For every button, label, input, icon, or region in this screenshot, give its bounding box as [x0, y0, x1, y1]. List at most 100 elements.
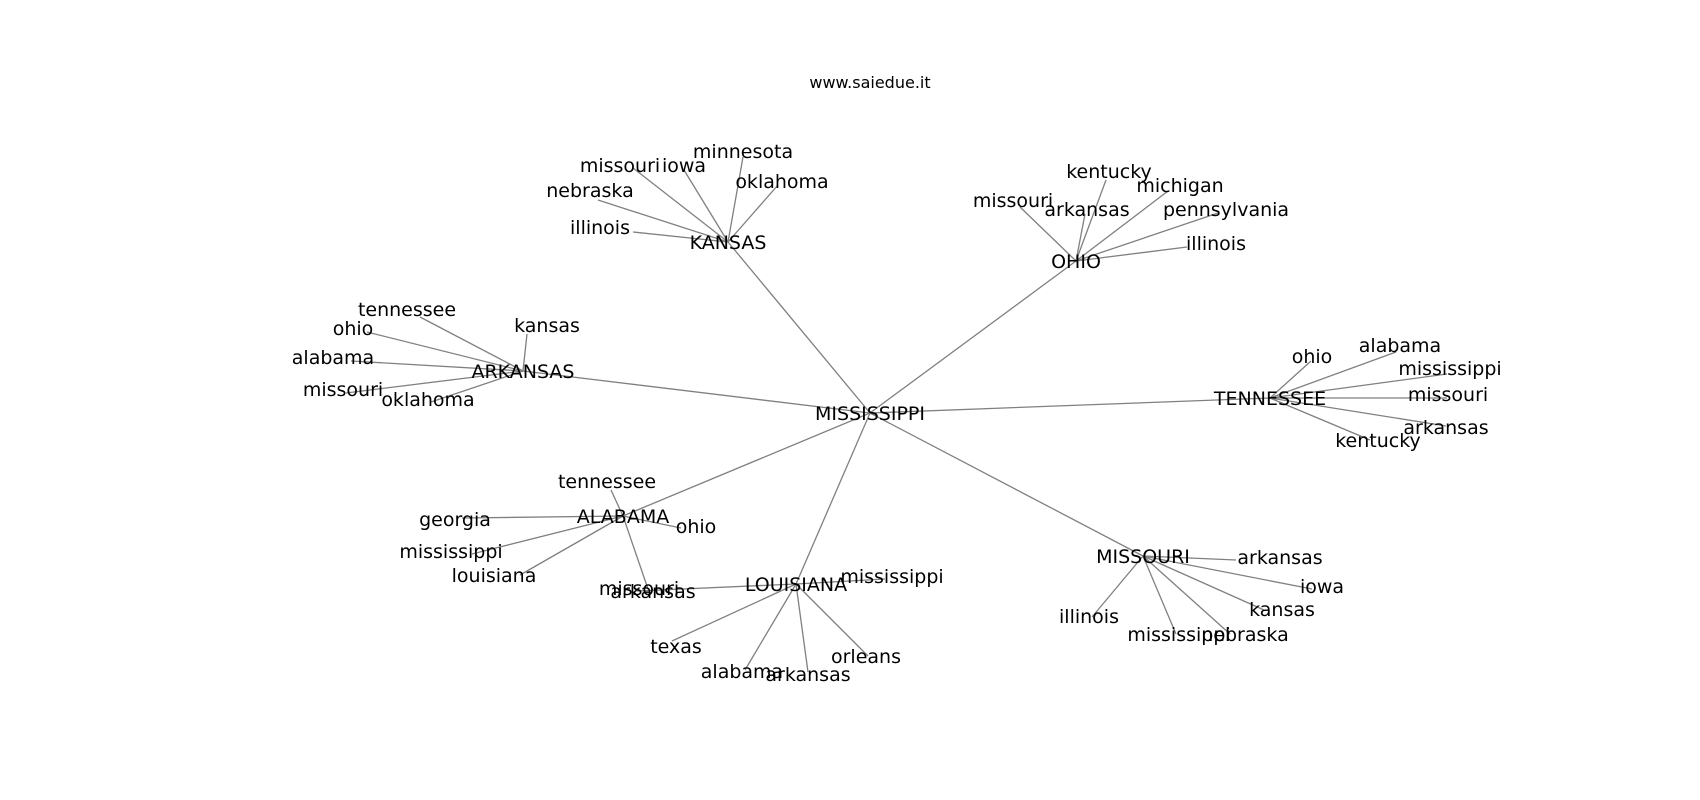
leaf-node-label: missouri: [580, 155, 660, 177]
leaf-node-label: michigan: [1136, 175, 1223, 197]
edge-hub-leaf: [1075, 213, 1086, 262]
edge-hub-leaf: [430, 370, 524, 403]
leaf-node-label: louisiana: [452, 565, 537, 587]
graph-title: www.saiedue.it: [809, 73, 930, 92]
edge-hub-leaf: [671, 583, 797, 642]
leaf-node-label: nebraska: [546, 180, 633, 202]
edge-hub-leaf: [727, 156, 744, 243]
edge-hub-leaf: [522, 333, 528, 372]
leaf-node-label: tennessee: [358, 299, 456, 321]
leaf-node-label: nebraska: [1201, 624, 1288, 646]
leaf-node-label: alabama: [1359, 335, 1441, 357]
edge-hub-leaf: [1269, 397, 1371, 441]
edge-hub-leaf: [1142, 555, 1265, 611]
leaf-node-label: kentucky: [1066, 161, 1152, 183]
edge-hub-leaf: [636, 583, 797, 592]
leaf-node-label: kansas: [514, 315, 580, 337]
leaf-node-label: iowa: [1300, 576, 1344, 598]
leaf-node-label: illinois: [570, 217, 630, 239]
leaf-node-label: orleans: [831, 646, 901, 668]
edge-center-hub: [622, 412, 871, 517]
leaf-node-label: mississippi: [1127, 624, 1230, 646]
edge-hub-leaf: [683, 169, 729, 243]
edge-center-hub: [795, 412, 871, 585]
edge-hub-leaf: [744, 583, 797, 671]
leaf-node-label: missouri: [1408, 384, 1488, 406]
edge-hub-leaf: [366, 331, 524, 372]
leaf-node-label: pennsylvania: [1163, 199, 1289, 221]
edge-hub-leaf: [1142, 555, 1237, 561]
hub-node-label: OHIO: [1051, 251, 1101, 273]
edge-hub-leaf: [632, 167, 729, 243]
edge-hub-leaf: [1091, 555, 1144, 618]
hub-node-label: ALABAMA: [577, 506, 669, 528]
leaf-node-label: illinois: [1059, 606, 1119, 628]
edge-center-hub: [869, 397, 1271, 414]
edge-hub-leaf: [519, 515, 624, 576]
hub-node-label: KANSAS: [690, 232, 767, 254]
leaf-node-label: arkansas: [1044, 199, 1129, 221]
edge-center-hub: [869, 412, 1144, 557]
edge-hub-leaf: [795, 578, 886, 585]
leaf-node-label: missouri: [599, 578, 679, 600]
leaf-node-label: texas: [650, 636, 702, 658]
edge-hub-leaf: [622, 515, 682, 529]
edge-hub-leaf: [1269, 397, 1447, 427]
edge-hub-leaf: [1075, 179, 1107, 262]
edge-hub-leaf: [1075, 246, 1188, 262]
edge-hub-leaf: [597, 199, 729, 243]
edge-center-hub: [522, 370, 871, 414]
leaf-node-label: minnesota: [693, 141, 793, 163]
edge-hub-leaf: [1269, 373, 1448, 399]
leaf-node-label: arkansas: [610, 581, 695, 603]
edge-hub-leaf: [795, 583, 869, 657]
edge-hub-leaf: [1142, 555, 1313, 590]
leaf-node-label: kentucky: [1335, 430, 1421, 452]
leaf-node-label: ohio: [1292, 346, 1333, 368]
leaf-node-label: missouri: [303, 379, 383, 401]
leaf-node-label: oklahoma: [735, 171, 828, 193]
leaf-node-label: missouri: [973, 190, 1053, 212]
edge-hub-leaf: [610, 489, 624, 517]
leaf-node-label: ohio: [333, 318, 374, 340]
edge-hub-leaf: [727, 184, 779, 243]
edge-hub-leaf: [622, 515, 649, 590]
center-node-label: MISSISSIPPI: [815, 403, 925, 425]
leaf-node-label: mississippi: [1398, 358, 1501, 380]
edge-hub-leaf: [345, 370, 524, 394]
edge-hub-leaf: [350, 360, 524, 372]
edge-hub-leaf: [1075, 212, 1219, 262]
edge-hub-leaf: [1269, 360, 1312, 399]
leaf-node-label: arkansas: [1237, 547, 1322, 569]
leaf-node-label: arkansas: [765, 664, 850, 686]
edge-hub-leaf: [1269, 351, 1397, 399]
leaf-node-label: oklahoma: [381, 389, 474, 411]
leaf-node-label: kansas: [1249, 599, 1315, 621]
leaf-node-label: georgia: [419, 509, 491, 531]
hub-node-label: ARKANSAS: [471, 361, 574, 383]
hub-node-label: MISSOURI: [1096, 546, 1190, 568]
edge-hub-leaf: [795, 583, 809, 673]
hub-node-label: TENNESSEE: [1213, 388, 1326, 410]
leaf-node-label: tennessee: [558, 471, 656, 493]
edges: [345, 156, 1448, 673]
edge-hub-leaf: [1075, 190, 1169, 262]
edge-center-hub: [869, 260, 1077, 414]
edge-hub-leaf: [1142, 555, 1177, 635]
edge-hub-leaf: [471, 515, 624, 555]
leaf-node-label: alabama: [701, 661, 783, 683]
leaf-node-label: iowa: [662, 155, 706, 177]
edge-hub-leaf: [1142, 555, 1231, 635]
leaf-node-label: ohio: [676, 516, 717, 538]
hub-node-label: LOUISIANA: [745, 574, 847, 596]
leaf-node-label: mississippi: [840, 566, 943, 588]
edge-hub-leaf: [1019, 206, 1077, 262]
edge-center-hub: [727, 241, 871, 414]
leaf-node-label: illinois: [1186, 233, 1246, 255]
leaf-node-label: mississippi: [399, 541, 502, 563]
edge-hub-leaf: [419, 316, 524, 372]
leaf-node-label: alabama: [292, 347, 374, 369]
leaf-node-label: arkansas: [1403, 417, 1488, 439]
